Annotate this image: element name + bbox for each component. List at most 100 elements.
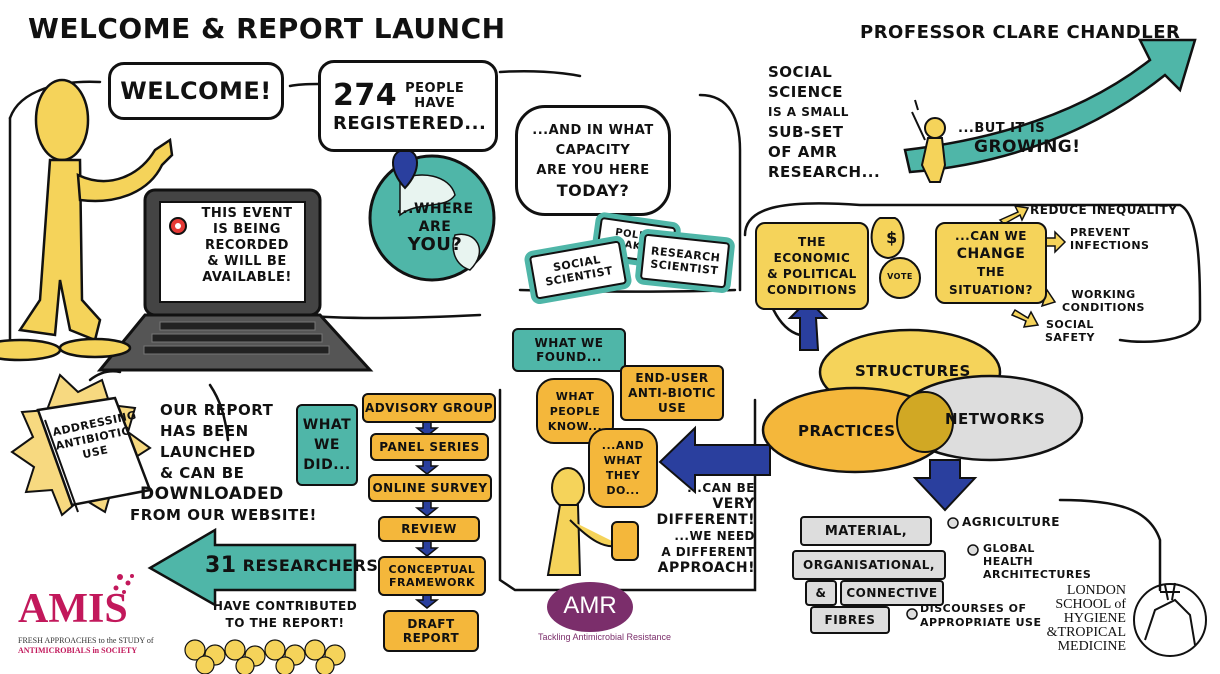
role-card-research-scientist: RESEARCH SCIENTIST	[639, 233, 731, 289]
vote-badge	[879, 257, 921, 299]
they-do-l4: DO...	[606, 484, 640, 497]
economic-l4: CONDITIONS	[766, 283, 857, 297]
step-conceptual-framework: CONCEPTUAL FRAMEWORK	[378, 556, 486, 596]
outcome-working-conditions: WORKING CONDITIONS	[1062, 288, 1145, 314]
registered-l3: REGISTERED...	[333, 113, 487, 134]
lshtm-crest-icon	[1133, 582, 1207, 657]
capacity-l1: ...AND IN WHAT	[532, 122, 654, 138]
dau-l2: APPROPRIATE USE	[920, 616, 1042, 629]
people-know-l2: PEOPLE	[549, 404, 601, 418]
presenter-figure	[911, 99, 947, 183]
registered-count: 274	[333, 78, 398, 113]
researchers-l1: HAVE CONTRIBUTED	[212, 599, 358, 613]
amis-logo: AMIS	[18, 586, 128, 632]
left-arrow-icon	[658, 425, 771, 495]
report-book	[36, 396, 152, 513]
step-online-survey: ONLINE SURVEY	[368, 474, 492, 502]
gha-l1: GLOBAL	[983, 542, 1035, 555]
different-l5: A DIFFERENT	[661, 545, 755, 559]
fibre-organisational: ORGANISATIONAL,	[792, 550, 946, 580]
end-user-l2: ANTI-BIOTIC	[628, 385, 716, 400]
venn-structures-label: STRUCTURES	[855, 362, 971, 380]
different-l3: DIFFERENT!	[656, 512, 755, 528]
where-l3: YOU?	[407, 234, 463, 255]
different-l2: VERY	[712, 496, 755, 512]
growing-l1: ...BUT IT IS	[958, 121, 1046, 136]
social-safety-l2: SAFETY	[1045, 331, 1095, 344]
what-we-did-label: WHAT WE DID...	[296, 404, 358, 486]
amr-logo-oval	[547, 582, 633, 632]
different-l6: APPROACH!	[657, 560, 755, 576]
registered-bubble: 274 PEOPLE HAVE REGISTERED...	[318, 60, 498, 152]
step-draft-report: DRAFT REPORT	[383, 610, 479, 652]
economic-l1: THE	[798, 235, 826, 249]
report-l3: LAUNCHED	[160, 443, 256, 461]
change-l3: THE SITUATION?	[949, 265, 1033, 297]
amis-tagline: FRESH APPROACHES to the STUDY of ANTIMIC…	[18, 636, 154, 656]
researchers-count: 31	[205, 553, 237, 578]
outcome-reduce-inequality: REDUCE INEQUALITY	[1030, 203, 1178, 217]
what-we-did-l1: WHAT	[302, 417, 352, 433]
gha-l3: ARCHITECTURES	[983, 568, 1092, 581]
report-l5: DOWNLOADED	[140, 484, 284, 504]
fibre-connective: CONNECTIVE	[840, 580, 944, 606]
social-science-l2: SCIENCE	[768, 83, 843, 101]
capacity-l3: ARE YOU HERE	[536, 162, 650, 178]
capacity-l2: CAPACITY	[555, 142, 631, 158]
prevent-l1: PREVENT	[1070, 226, 1131, 239]
outcome-social-safety: SOCIAL SAFETY	[1045, 318, 1095, 344]
presenter-name: PROFESSOR CLARE CHANDLER	[860, 22, 1181, 43]
welcome-bubble: WELCOME!	[108, 62, 284, 120]
where-l1: ...WHERE	[396, 201, 474, 217]
people-know-l3: KNOW...	[547, 419, 603, 433]
working-l1: WORKING	[1071, 288, 1136, 301]
page-title: WELCOME & REPORT LAUNCH	[28, 12, 506, 45]
social-science-l6: RESEARCH...	[768, 163, 881, 181]
different-text: ...CAN BE VERY DIFFERENT! ...WE NEED A D…	[640, 480, 755, 576]
report-l1: OUR REPORT	[160, 401, 274, 419]
dau-l1: DISCOURSES OF	[920, 602, 1027, 615]
lshtm-l5: MEDICINE	[1057, 639, 1126, 654]
capacity-bubble: ...AND IN WHAT CAPACITY ARE YOU HERE TOD…	[515, 105, 671, 216]
change-l1: ...CAN WE	[955, 229, 1027, 243]
end-user-l3: USE	[657, 400, 687, 415]
economic-conditions-box: THE ECONOMIC & POLITICAL CONDITIONS	[755, 222, 869, 310]
step-panel-series: PANEL SERIES	[370, 433, 489, 461]
lshtm-l3: HYGIENE	[1063, 611, 1126, 626]
social-safety-l1: SOCIAL	[1045, 318, 1094, 331]
different-l4: ...WE NEED	[674, 529, 755, 543]
economic-l3: & POLITICAL	[767, 267, 857, 281]
what-we-found-label: WHAT WE FOUND...	[512, 328, 626, 372]
amis-tagline-l2: ANTIMICROBIALS in SOCIETY	[18, 646, 138, 655]
researchers-crowd	[184, 639, 346, 674]
amr-tagline: Tackling Antimicrobial Resistance	[538, 632, 672, 642]
laptop-l1: THIS EVENT	[201, 206, 293, 221]
vote-label: VOTE	[887, 272, 913, 281]
laptop-l4: & WILL BE	[207, 254, 287, 269]
laptop-text: THIS EVENT IS BEING RECORDED & WILL BE A…	[192, 206, 302, 286]
people-know-l1: WHAT	[555, 389, 595, 403]
outcome-prevent-infections: PREVENT INFECTIONS	[1070, 226, 1149, 252]
what-we-did-l3: DID...	[303, 457, 351, 473]
fibre-material: MATERIAL,	[800, 516, 932, 546]
end-user-l1: END-USER	[635, 370, 709, 385]
field-global-health: GLOBAL HEALTH ARCHITECTURES	[983, 542, 1091, 581]
researchers-label: 31 RESEARCHERS	[205, 553, 378, 578]
amis-dots-icon	[113, 574, 134, 594]
registered-l2: HAVE	[414, 95, 456, 111]
lshtm-l2: SCHOOL of	[1055, 597, 1126, 612]
step-review: REVIEW	[378, 516, 480, 542]
report-text: OUR REPORT HAS BEEN LAUNCHED & CAN BE DO…	[130, 400, 350, 526]
different-l1: ...CAN BE	[687, 481, 755, 495]
end-user-box: END-USER ANTI-BIOTIC USE	[620, 365, 724, 421]
report-l6: FROM OUR WEBSITE!	[130, 506, 317, 524]
location-pin-icon	[392, 148, 418, 190]
growing-text: ...BUT IT IS GROWING!	[958, 120, 1098, 156]
researchers-word: RESEARCHERS	[242, 556, 379, 575]
venn-networks-label: NETWORKS	[945, 410, 1046, 428]
they-do-bubble: ...AND WHAT THEY DO...	[588, 428, 658, 508]
social-science-l4: SUB-SET	[768, 123, 844, 141]
working-l2: CONDITIONS	[1062, 301, 1145, 314]
